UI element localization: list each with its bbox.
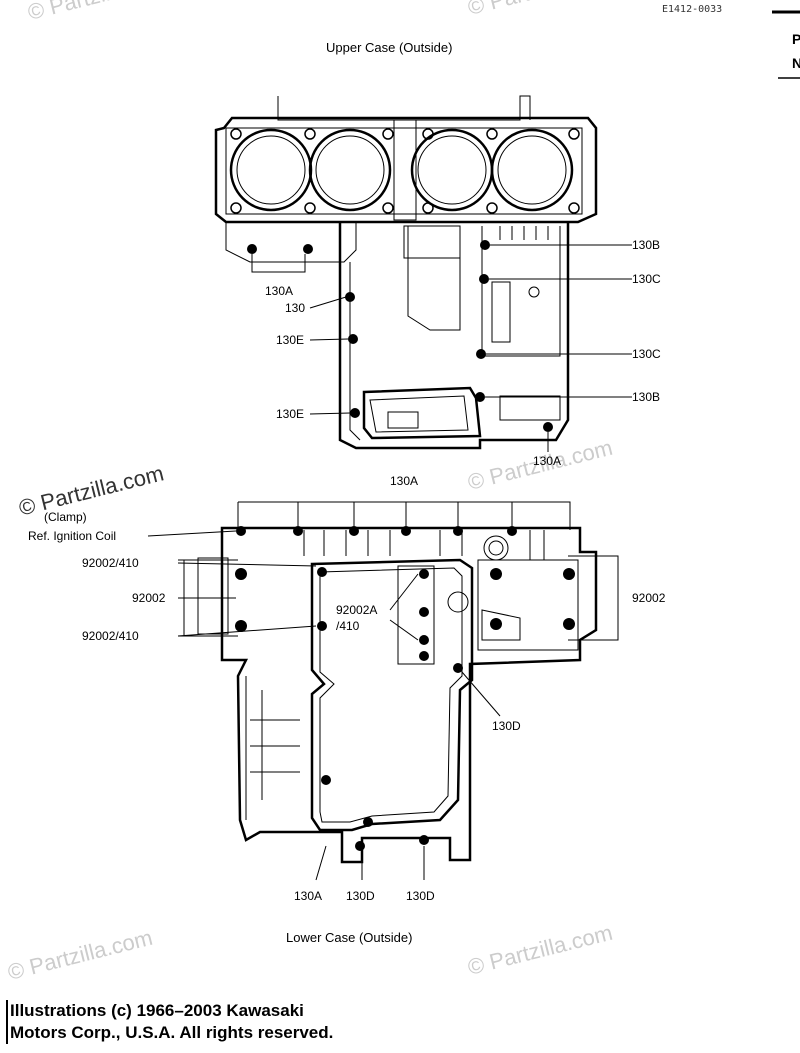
label-130a: 130A — [533, 454, 561, 468]
copyright-line: Motors Corp., U.S.A. All rights reserved… — [10, 1023, 334, 1042]
watermark: © Partzilla.com — [25, 0, 175, 25]
label-410: /410 — [336, 619, 360, 633]
label-130c: 130C — [632, 347, 661, 361]
lower-case-drawing — [147, 501, 619, 881]
watermark: © Partzilla.com — [5, 925, 155, 985]
label-130d-bottom: 130D — [406, 889, 435, 903]
label-130b: 130B — [632, 238, 660, 252]
label-92002-right: 92002 — [632, 591, 666, 605]
label-ref-ignition-coil: Ref. Ignition Coil — [28, 529, 116, 543]
upper-case-drawing — [214, 95, 632, 452]
label-92002-410: 92002/410 — [82, 556, 139, 570]
edge-letter-p: P — [792, 31, 800, 47]
lower-case-title: Lower Case (Outside) — [286, 930, 412, 945]
label-92002-410: 92002/410 — [82, 629, 139, 643]
label-92002: 92002 — [132, 591, 166, 605]
watermark-group: © Partzilla.com — [16, 460, 166, 520]
watermark: © Partzilla.com — [465, 920, 615, 980]
edge-letter-n: N — [792, 55, 800, 71]
label-clamp: (Clamp) — [44, 510, 87, 524]
label-130e: 130E — [276, 407, 304, 421]
label-130b: 130B — [632, 390, 660, 404]
label-130a-bottom: 130A — [294, 889, 322, 903]
label-130e: 130E — [276, 333, 304, 347]
label-130d-bottom: 130D — [346, 889, 375, 903]
upper-case-title: Upper Case (Outside) — [326, 40, 452, 55]
watermark: © Partzilla.com — [16, 460, 166, 520]
label-130a: 130A — [265, 284, 293, 298]
copyright-line: Illustrations (c) 1966–2003 Kawasaki — [10, 1001, 304, 1020]
label-92002a: 92002A — [336, 603, 377, 617]
copyright-notice: Illustrations (c) 1966–2003 Kawasaki Mot… — [6, 1000, 333, 1044]
label-130c: 130C — [632, 272, 661, 286]
label-130d: 130D — [492, 719, 521, 733]
label-130: 130 — [285, 301, 305, 315]
diagram-code: E1412-0033 — [662, 4, 722, 15]
label-130a-top: 130A — [390, 474, 418, 488]
watermark: © Partzilla.com — [465, 0, 615, 20]
